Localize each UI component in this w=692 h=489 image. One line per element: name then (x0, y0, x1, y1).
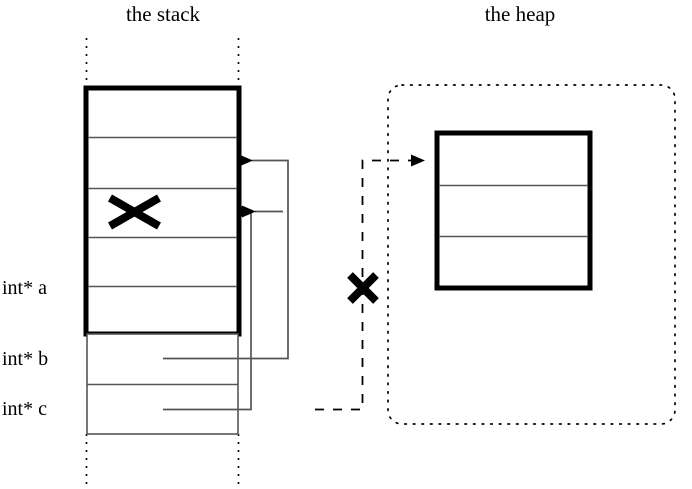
stack-region-guides (85, 38, 240, 486)
struck-value-cross-icon (108, 194, 161, 230)
stack-array-box (83, 85, 242, 337)
variable-label-a: int* a (2, 277, 47, 299)
heap-region-outline (387, 84, 676, 425)
pointer-line-b (163, 154, 289, 360)
stack-pointer-cells (86, 333, 239, 435)
heap-array-box (434, 130, 593, 291)
broken-link-cross-icon (347, 272, 379, 304)
stack-title: the stack (125, 2, 201, 26)
heap-title: the heap (484, 2, 556, 26)
dangling-pointer-dashed-path (315, 154, 425, 411)
variable-label-c: int* c (2, 398, 47, 420)
variable-label-b: int* b (2, 348, 49, 370)
